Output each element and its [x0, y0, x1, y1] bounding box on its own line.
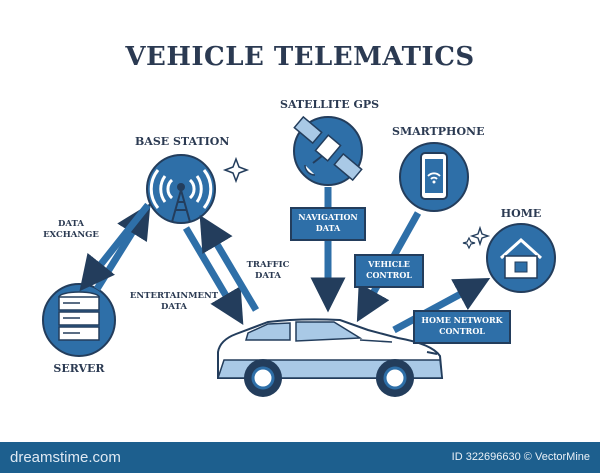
sparkle-icon-home [462, 225, 491, 250]
data-exchange-line2: EXCHANGE [43, 230, 99, 240]
sparkle-icon [222, 156, 250, 184]
navigation-data-line2: DATA [315, 223, 341, 233]
data-exchange-label: DATA EXCHANGE [40, 219, 102, 241]
diagram-canvas [42, 115, 556, 397]
data-exchange-line1: DATA [58, 219, 84, 229]
home-network-control-box: HOME NETWORK CONTROL [413, 310, 511, 344]
server-label: SERVER [53, 362, 105, 375]
footer-bar: dreamstime.com ID 322696630 © VectorMine [0, 442, 600, 473]
entertainment-data-line2: DATA [161, 302, 187, 312]
traffic-data-label: TRAFFIC DATA [240, 260, 296, 282]
server-icon [42, 283, 116, 357]
navigation-data-line1: NAVIGATION [298, 212, 358, 222]
base-station-label: BASE STATION [135, 135, 230, 148]
vehicle-control-box: VEHICLE CONTROL [354, 254, 424, 288]
footer-brand: dreamstime.com [10, 449, 121, 466]
base-station-icon [146, 154, 216, 224]
smartphone-label: SMARTPHONE [392, 125, 485, 138]
vehicle-control-line2: CONTROL [366, 270, 412, 280]
home-network-control-line1: HOME NETWORK [421, 315, 503, 325]
navigation-data-box: NAVIGATION DATA [290, 207, 366, 241]
entertainment-data-label: ENTERTAINMENT DATA [128, 291, 220, 313]
traffic-data-line2: DATA [255, 271, 281, 281]
satellite-gps-label: SATELLITE GPS [280, 98, 380, 111]
traffic-data-line1: TRAFFIC [246, 260, 290, 270]
home-icon [486, 223, 556, 293]
smartphone-icon [399, 142, 469, 212]
satellite-icon [293, 115, 363, 186]
vehicle-control-line1: VEHICLE [368, 259, 410, 269]
entertainment-data-line1: ENTERTAINMENT [129, 291, 219, 301]
home-label: HOME [500, 207, 542, 220]
page-title: VEHICLE TELEMATICS [125, 42, 475, 72]
footer-id-text: ID 322696630 © VectorMine [451, 451, 590, 463]
car-illustration [216, 318, 444, 397]
home-network-control-line2: CONTROL [439, 326, 485, 336]
